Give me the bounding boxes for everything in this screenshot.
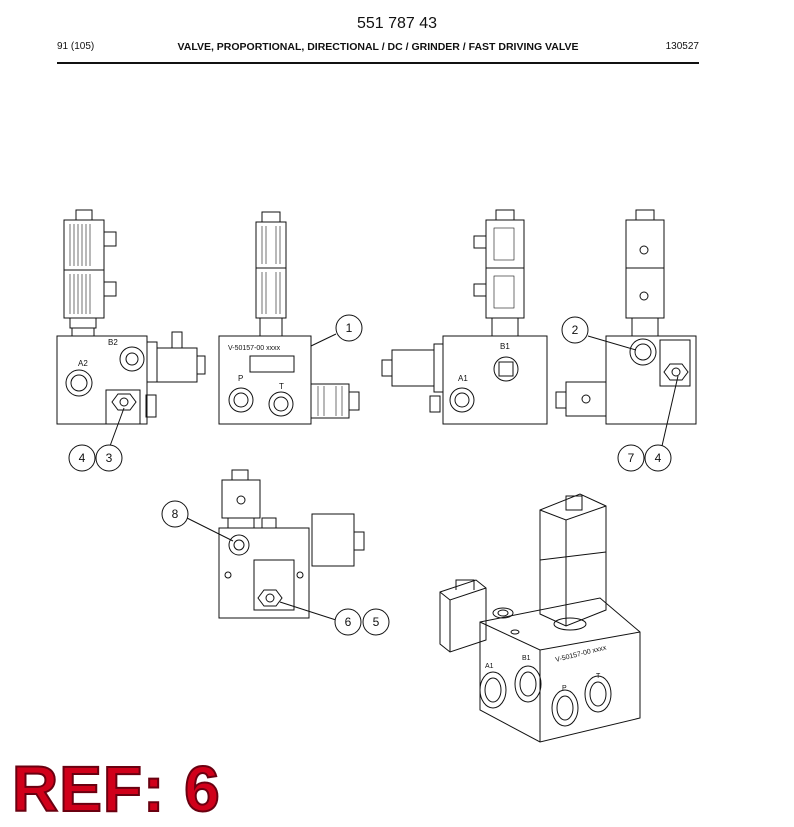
page-number: 91 (105) — [57, 41, 95, 52]
port-label-a1: A1 — [458, 374, 468, 383]
side-solenoid — [565, 381, 607, 417]
header-rule — [57, 62, 699, 64]
port-p — [228, 387, 254, 413]
iso-port-label-p: P — [562, 685, 567, 692]
view-isometric — [439, 493, 641, 743]
coil-connector — [104, 231, 117, 247]
cartridge — [659, 339, 691, 387]
callout-number: 4 — [655, 451, 662, 465]
iso-port-label-t: T — [596, 673, 601, 680]
callout-2 — [561, 316, 589, 344]
port-a1 — [449, 387, 475, 413]
document-title: VALVE, PROPORTIONAL, DIRECTIONAL / DC / … — [177, 41, 579, 53]
port-label-b2: B2 — [108, 338, 118, 347]
header-row: 91 (105) VALVE, PROPORTIONAL, DIRECTIONA… — [57, 41, 699, 55]
port-label-b1: B1 — [500, 342, 510, 351]
port-b1 — [493, 356, 519, 382]
coil-stack — [255, 221, 287, 319]
nameplate — [249, 355, 295, 373]
model-label-iso: V-50157-00 xxxx — [555, 644, 608, 664]
callout-4-left — [68, 444, 96, 472]
coil-connector — [104, 281, 117, 297]
port-plug-8 — [228, 534, 250, 556]
side-solenoid — [391, 349, 435, 387]
model-label-front: V-50157-00 xxxx — [228, 345, 281, 352]
iso-block-outline — [479, 597, 641, 743]
callout-number: 6 — [345, 615, 352, 629]
callout-3 — [95, 444, 123, 472]
callout-4-right — [644, 444, 672, 472]
hex-plug — [111, 393, 137, 411]
callout-circles — [68, 314, 672, 636]
callout-5 — [362, 608, 390, 636]
callout-number: 2 — [572, 323, 579, 337]
port-label-p: P — [238, 374, 243, 383]
port-label-a2: A2 — [78, 359, 88, 368]
valve-block — [605, 335, 697, 425]
callout-number: 3 — [106, 451, 113, 465]
iso-port-label-a1: A1 — [485, 663, 494, 670]
iso-side-solenoid — [439, 579, 487, 653]
callout-7 — [617, 444, 645, 472]
port-t — [268, 391, 294, 417]
callout-number: 5 — [373, 615, 380, 629]
document-number: 551 787 43 — [356, 15, 438, 32]
iso-port-label-b1: B1 — [522, 655, 531, 662]
callout-number: 4 — [79, 451, 86, 465]
port-plug-2 — [629, 338, 657, 366]
coil — [221, 479, 261, 519]
callout-number: 1 — [346, 321, 353, 335]
port-a2 — [65, 369, 93, 397]
view-right — [381, 209, 548, 425]
valve-block — [56, 335, 148, 425]
cartridge — [105, 389, 141, 425]
iso-coil-stack — [539, 493, 607, 627]
port-label-t: T — [279, 382, 284, 391]
coil-lower — [625, 267, 665, 319]
view-front — [218, 211, 360, 425]
valve-block — [218, 527, 310, 619]
callout-number: 7 — [628, 451, 635, 465]
callout-8 — [161, 500, 189, 528]
valve-block — [218, 335, 312, 425]
view-rear — [555, 209, 697, 425]
ref-label: REF: 6 — [11, 752, 221, 826]
side-solenoid — [310, 383, 350, 419]
coil-upper — [625, 219, 665, 269]
callout-6 — [334, 608, 362, 636]
leader-lines — [109, 333, 679, 621]
callout-number: 8 — [172, 507, 179, 521]
callout-1 — [335, 314, 363, 342]
coil-upper — [485, 219, 525, 269]
coil-lower — [485, 267, 525, 319]
coil-nut — [75, 209, 93, 221]
side-solenoid — [156, 347, 198, 383]
view-left — [56, 209, 206, 425]
view-bottom — [218, 469, 365, 619]
document-date: 130527 — [665, 41, 699, 52]
cartridge — [253, 559, 295, 611]
side-solenoid — [311, 513, 355, 567]
